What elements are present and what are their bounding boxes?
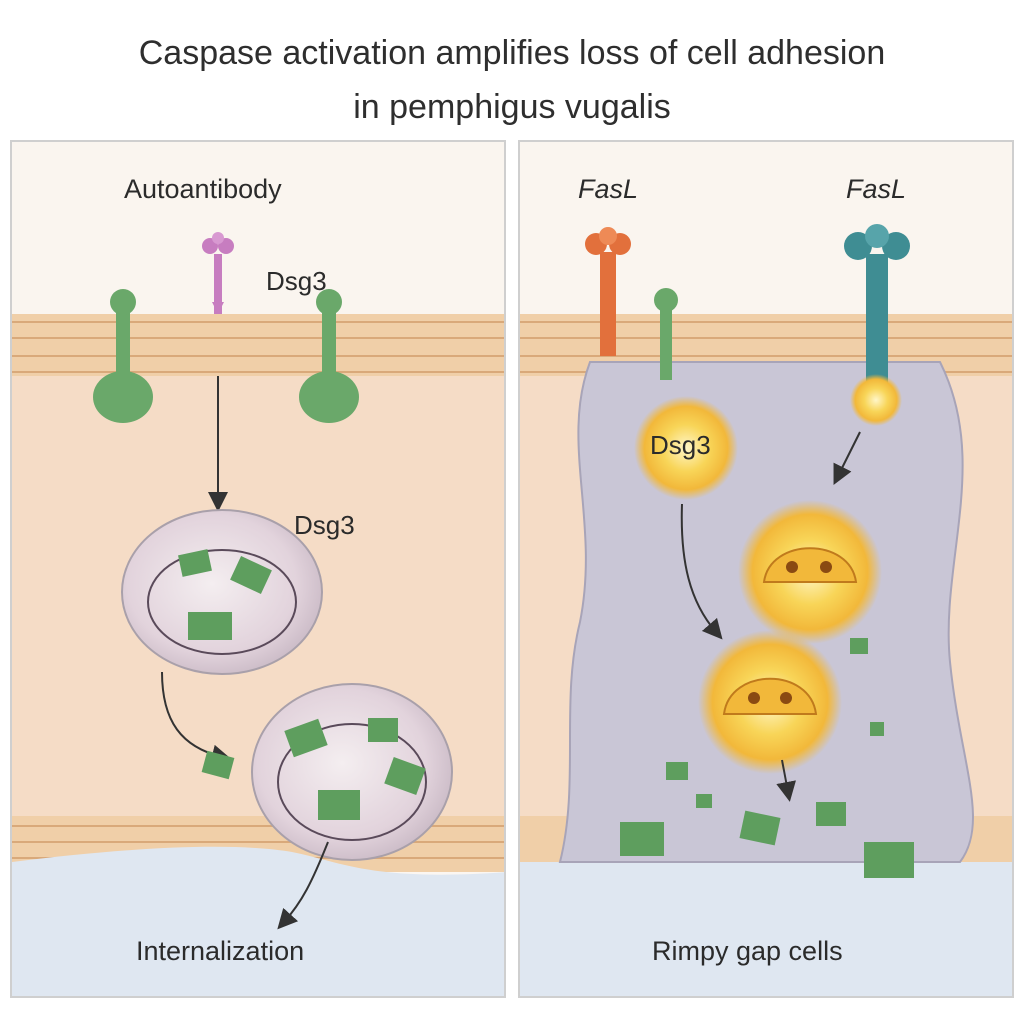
dsg3-label-activated: Dsg3 (650, 430, 711, 460)
left-panel: Autoantibody Dsg3 Dsg3 Internalization (10, 140, 506, 998)
endosome-icon-1 (121, 509, 323, 675)
fas-activation-glow (850, 374, 902, 426)
extracellular-space (12, 142, 504, 322)
activated-dsg3-glow (634, 396, 738, 500)
title-line-2: in pemphigus vugalis (353, 88, 671, 126)
gap-cells-label: Rimpy gap cells (652, 936, 843, 966)
dsg3-label-membrane: Dsg3 (266, 266, 327, 296)
degradation-arrow (776, 759, 796, 802)
basal-fluid (12, 846, 504, 996)
fas-signal-arrow (833, 431, 861, 485)
fasl-label-right: FasL (846, 174, 907, 204)
endosome-icon-2 (251, 683, 453, 861)
fasl-ligand-icon-teal (844, 224, 910, 386)
caspase-icon-1 (738, 500, 882, 644)
exit-arrow (277, 841, 329, 930)
autoantibody-icon (202, 232, 234, 314)
title-line-1: Caspase activation amplifies loss of cel… (138, 34, 886, 72)
right-panel-illustration (520, 142, 1012, 996)
internalization-label: Internalization (136, 936, 305, 966)
dsg3-protein-icon-right-panel (654, 288, 678, 380)
right-panel: FasL FasL Dsg3 Rimpy gap cells (518, 140, 1014, 998)
left-panel-illustration (12, 142, 504, 996)
fasl-label-left: FasL (578, 174, 639, 204)
dsg3-label-vesicle: Dsg3 (294, 510, 355, 540)
caspase-cascade-arrow (680, 503, 723, 640)
dsg3-fragments (620, 638, 914, 878)
dsg3-protein-icon-right (299, 289, 359, 423)
figure-title: Caspase activation amplifies loss of cel… (0, 26, 1024, 134)
fasl-ligand-icon-orange (585, 227, 631, 356)
dsg3-fragment (201, 750, 235, 780)
dsg3-protein-icon-left (93, 289, 153, 423)
autoantibody-label: Autoantibody (124, 174, 282, 204)
cell-membrane (12, 314, 504, 376)
caspase-icon-2 (698, 630, 842, 774)
